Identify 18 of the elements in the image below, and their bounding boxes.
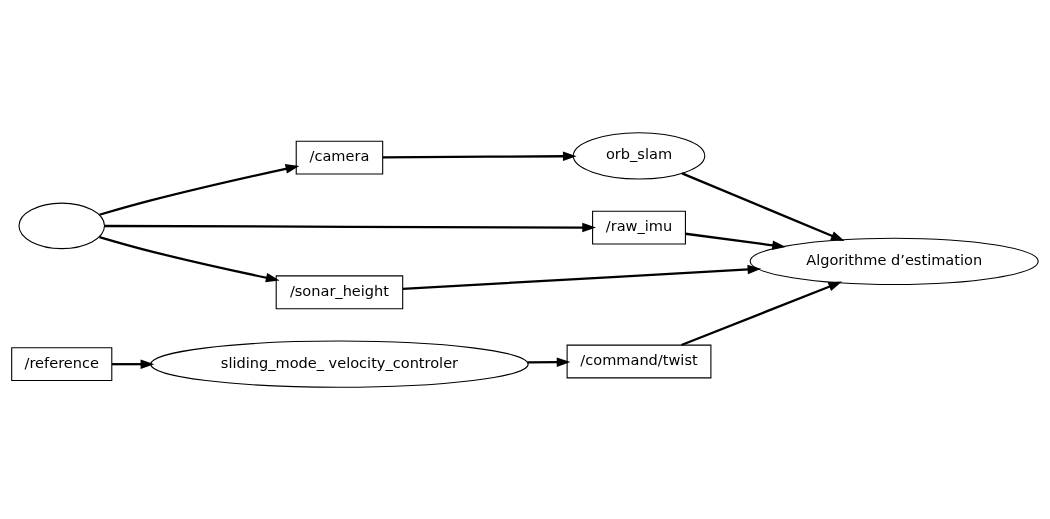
node-box: /command/twist <box>566 344 712 378</box>
node-ellipse: orb_slam <box>572 131 706 179</box>
node-ellipse <box>18 202 106 249</box>
node-box: /camera <box>295 140 384 175</box>
arrow <box>681 281 843 346</box>
arrow <box>104 222 596 232</box>
arrow <box>681 171 845 241</box>
node-ellipse: sliding_mode_ velocity_controler <box>150 340 529 388</box>
arrow <box>527 356 571 367</box>
arrow <box>99 235 280 282</box>
node-box: /reference <box>11 346 113 381</box>
arrow <box>382 150 577 161</box>
arrow <box>111 358 155 369</box>
arrow <box>685 232 786 250</box>
arrow <box>99 163 300 216</box>
node-box: /raw_imu <box>592 210 686 245</box>
node-box: /sonar_height <box>275 274 404 309</box>
arrow <box>402 264 762 290</box>
